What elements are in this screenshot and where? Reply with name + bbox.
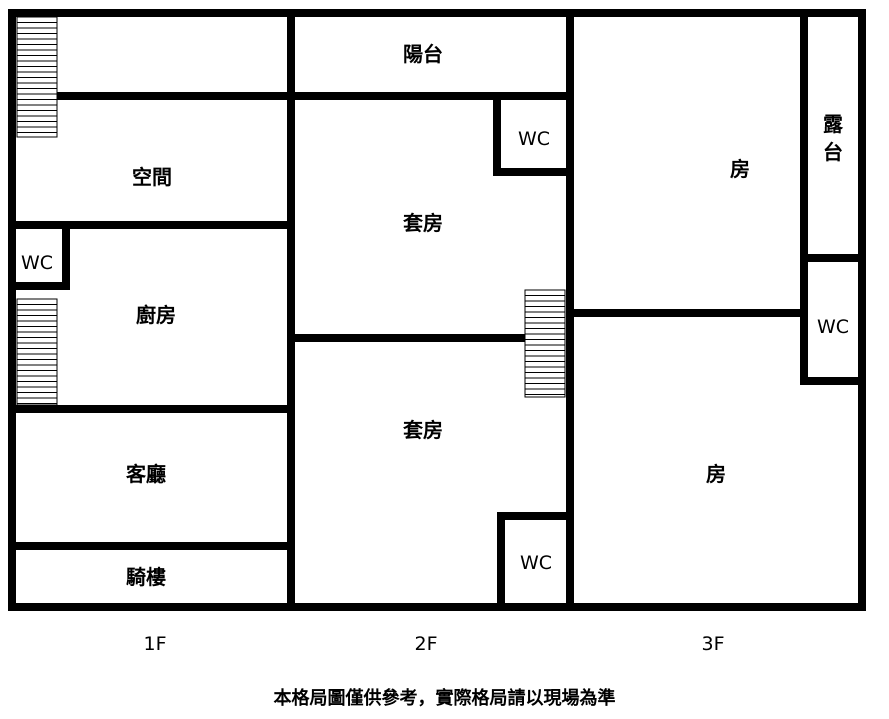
label-3f-room-bottom: 房: [706, 462, 726, 486]
floor-label-2f: 2F: [414, 633, 437, 655]
wall-2f-wc-bottom: [497, 512, 574, 611]
label-balcony: 陽台: [403, 42, 443, 66]
walls: [8, 9, 866, 611]
label-terrace-1: 露: [823, 112, 844, 136]
label-living-room: 客廳: [125, 462, 166, 486]
floor-label-1f: 1F: [143, 633, 166, 655]
label-terrace-2: 台: [823, 140, 843, 164]
outer-wall: [8, 9, 866, 611]
label-kitchen: 廚房: [136, 303, 176, 327]
disclaimer-text: 本格局圖僅供參考，實際格局請以現場為準: [273, 688, 616, 709]
label-suite-top: 套房: [403, 211, 443, 235]
room-labels: 空間 WC 廚房 客廳 騎樓 陽台 WC 套房 套房 WC 露 台 房 WC 房: [21, 42, 849, 589]
floor-labels: 1F 2F 3F: [143, 633, 724, 655]
wall-1f-wc: [8, 221, 70, 290]
stairs: [16, 16, 566, 406]
label-1f-wc: WC: [21, 252, 53, 274]
label-3f-wc: WC: [817, 316, 849, 338]
label-arcade: 騎樓: [126, 565, 166, 589]
wall-2f-wc-top: [493, 92, 574, 176]
label-space: 空間: [132, 165, 172, 189]
label-suite-bottom: 套房: [403, 418, 443, 442]
label-2f-wc-top: WC: [518, 128, 550, 150]
label-2f-wc-bottom: WC: [520, 552, 552, 574]
label-3f-room-top: 房: [730, 157, 750, 181]
stair-2f: [524, 289, 566, 398]
stair-1f-kitchen: [16, 298, 58, 406]
floor-label-3f: 3F: [701, 633, 724, 655]
